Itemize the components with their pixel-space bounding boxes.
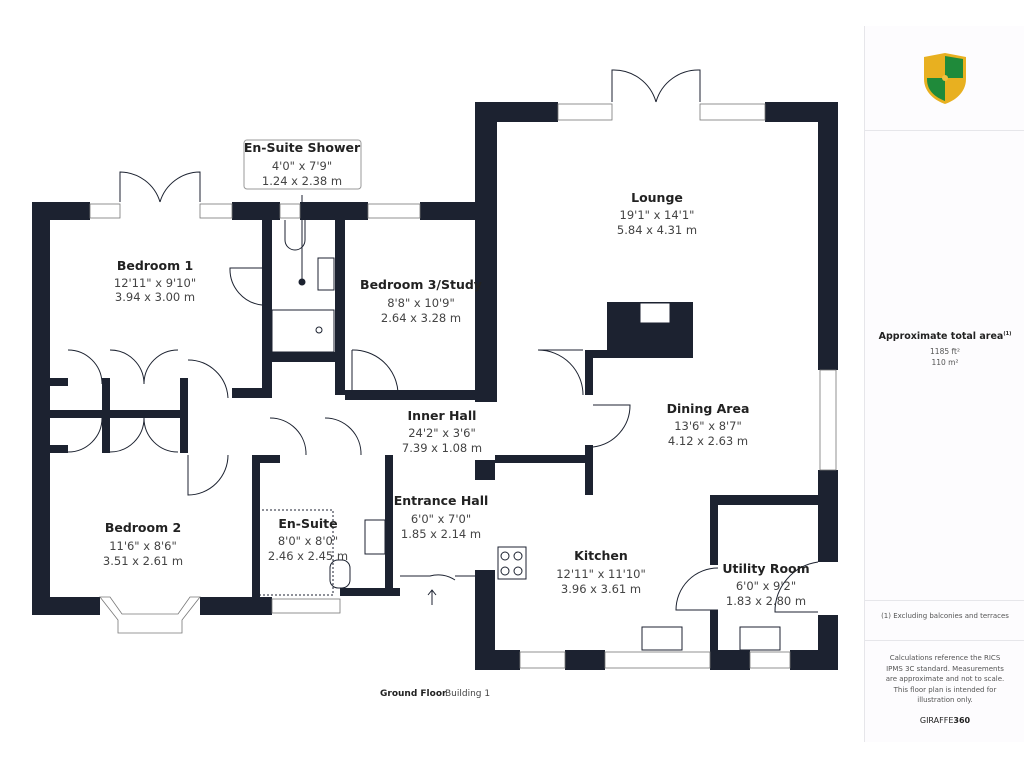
svg-text:6'0" x 7'0": 6'0" x 7'0": [411, 512, 471, 526]
svg-text:24'2" x 3'6": 24'2" x 3'6": [408, 426, 476, 440]
svg-text:2.46 x 2.45 m: 2.46 x 2.45 m: [268, 549, 348, 563]
svg-text:En-Suite Shower: En-Suite Shower: [244, 140, 361, 155]
svg-text:4.12 x 2.63 m: 4.12 x 2.63 m: [668, 434, 748, 448]
room-label-bedroom-1: Bedroom 1 12'11" x 9'10" 3.94 x 3.00 m: [114, 258, 196, 304]
windows: [89, 103, 837, 669]
svg-text:Bedroom 2: Bedroom 2: [105, 520, 181, 535]
svg-text:3.51 x 2.61 m: 3.51 x 2.61 m: [103, 554, 183, 568]
svg-text:Inner Hall: Inner Hall: [408, 408, 477, 423]
room-label-en-suite-shower: En-Suite Shower 4'0" x 7'9" 1.24 x 2.38 …: [244, 140, 361, 188]
fixtures: [257, 195, 781, 651]
svg-text:3.96 x 3.61 m: 3.96 x 3.61 m: [561, 582, 641, 596]
svg-text:Kitchen: Kitchen: [574, 548, 628, 563]
svg-text:12'11" x 11'10": 12'11" x 11'10": [556, 567, 646, 581]
svg-text:Utility Room: Utility Room: [722, 561, 809, 576]
svg-text:12'11" x 9'10": 12'11" x 9'10": [114, 276, 196, 290]
svg-text:13'6" x 8'7": 13'6" x 8'7": [674, 419, 742, 433]
svg-text:En-Suite: En-Suite: [278, 516, 337, 531]
svg-text:Lounge: Lounge: [631, 190, 683, 205]
footnote: (1) Excluding balconies and terraces: [881, 612, 1009, 620]
room-label-inner-hall: Inner Hall 24'2" x 3'6" 7.39 x 1.08 m: [402, 408, 482, 455]
disclaimer: Calculations reference the RICS IPMS 3C …: [885, 654, 1005, 704]
room-label-utility-room: Utility Room 6'0" x 9'2" 1.83 x 2.80 m: [722, 561, 809, 608]
svg-text:Entrance Hall: Entrance Hall: [394, 493, 489, 508]
room-label-entrance-hall: Entrance Hall 6'0" x 7'0" 1.85 x 2.14 m: [394, 493, 489, 541]
room-label-bedroom-2: Bedroom 2 11'6" x 8'6" 3.51 x 2.61 m: [103, 520, 183, 568]
area-m: 110 m²: [931, 358, 959, 368]
svg-text:Bedroom 3/Study: Bedroom 3/Study: [360, 277, 482, 292]
shield-logo-icon: [924, 53, 966, 104]
svg-text:Bedroom 1: Bedroom 1: [117, 258, 193, 273]
room-label-lounge: Lounge 19'1" x 14'1" 5.84 x 4.31 m: [617, 190, 697, 237]
svg-text:7.39 x 1.08 m: 7.39 x 1.08 m: [402, 441, 482, 455]
svg-text:6'0" x 9'2": 6'0" x 9'2": [736, 579, 796, 593]
doors: [67, 69, 819, 613]
logo-area: [865, 26, 1024, 130]
svg-text:19'1" x 14'1": 19'1" x 14'1": [620, 208, 695, 222]
svg-text:1.24 x 2.38 m: 1.24 x 2.38 m: [262, 174, 342, 188]
svg-text:8'8" x 10'9": 8'8" x 10'9": [387, 296, 455, 310]
area-ft: 1185 ft²: [930, 347, 960, 357]
svg-text:Dining Area: Dining Area: [667, 401, 750, 416]
svg-text:8'0" x 8'0": 8'0" x 8'0": [278, 534, 338, 548]
svg-text:1.83 x 2.80 m: 1.83 x 2.80 m: [726, 594, 806, 608]
disclaimer-section: Calculations reference the RICS IPMS 3C …: [865, 640, 1024, 741]
svg-text:1.85 x 2.14 m: 1.85 x 2.14 m: [401, 527, 481, 541]
room-label-bedroom-3-study: Bedroom 3/Study 8'8" x 10'9" 2.64 x 3.28…: [360, 277, 482, 325]
svg-text:3.94 x 3.00 m: 3.94 x 3.00 m: [115, 290, 195, 304]
svg-text:5.84 x 4.31 m: 5.84 x 4.31 m: [617, 223, 697, 237]
brand: GIRAFFE360: [919, 715, 971, 725]
svg-text:2.64 x 3.28 m: 2.64 x 3.28 m: [381, 311, 461, 325]
svg-text:4'0" x 7'9": 4'0" x 7'9": [272, 159, 332, 173]
callout-box: [243, 139, 362, 190]
floor-plan: En-Suite Shower 4'0" x 7'9" 1.24 x 2.38 …: [32, 69, 838, 670]
floor-label: Ground Floor: [380, 689, 447, 699]
room-label-kitchen: Kitchen 12'11" x 11'10" 3.96 x 3.61 m: [556, 548, 646, 596]
footnote-section: (1) Excluding balconies and terraces: [865, 600, 1024, 641]
room-label-dining-area: Dining Area 13'6" x 8'7" 4.12 x 2.63 m: [667, 401, 750, 448]
building-label: Building 1: [445, 689, 491, 699]
info-panel: Approximate total area(1) 1185 ft² 110 m…: [864, 26, 1024, 742]
area-section: Approximate total area(1) 1185 ft² 110 m…: [865, 130, 1024, 601]
room-label-en-suite: En-Suite 8'0" x 8'0" 2.46 x 2.45 m: [268, 516, 348, 563]
walls: [32, 102, 838, 670]
area-title: Approximate total area(1): [878, 331, 1012, 343]
svg-text:11'6" x 8'6": 11'6" x 8'6": [109, 539, 177, 553]
